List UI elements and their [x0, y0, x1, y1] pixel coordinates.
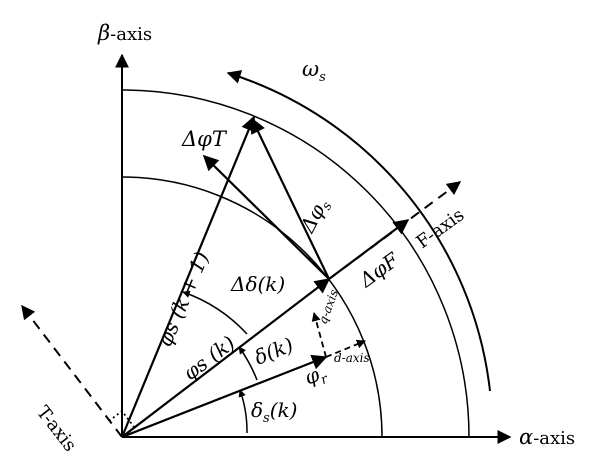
delta-phi-f-vector [328, 219, 410, 280]
delta-k-angle-arc [238, 346, 258, 381]
phi-s-k-vector [121, 278, 331, 438]
t-axis-label: T-axis [32, 402, 80, 456]
omega-rotation-arc [226, 70, 491, 392]
d-axis-label: d-axis [334, 351, 370, 365]
delta-phi-t-vector [202, 154, 330, 280]
phi-s-k1-label: φs (k + 1) [153, 248, 214, 350]
phi-s-k-label: φs (k) [179, 331, 240, 385]
t-axis-line [21, 304, 123, 438]
delta-phi-s-label: Δφs [295, 194, 336, 239]
phi-r-label: φr [301, 360, 331, 394]
delta-delta-k-label: Δδ(k) [230, 272, 285, 296]
delta-phi-t-label: ΔφT [181, 127, 228, 151]
alpha-axis-label: α-axis [519, 425, 575, 449]
phi-s-k1-vector [120, 115, 256, 438]
outer-circle-arc [121, 89, 470, 438]
middle-circle-arc [121, 176, 383, 438]
q-axis-label: q-axis [316, 288, 341, 326]
q-axis-line [311, 312, 327, 358]
right-angle-marker [108, 409, 135, 428]
delta-phi-s-vector [251, 117, 330, 280]
beta-axis-label: β-axis [97, 21, 152, 45]
delta-s-angle-arc [238, 389, 248, 434]
omega-s-label: ωs [302, 57, 326, 85]
delta-delta-k-angle-arc [182, 290, 248, 335]
d-axis-line [325, 339, 366, 358]
delta-s-k-label: δs(k) [251, 398, 297, 426]
delta-k-label: δ(k) [251, 332, 297, 369]
phi-r-vector [121, 354, 328, 439]
